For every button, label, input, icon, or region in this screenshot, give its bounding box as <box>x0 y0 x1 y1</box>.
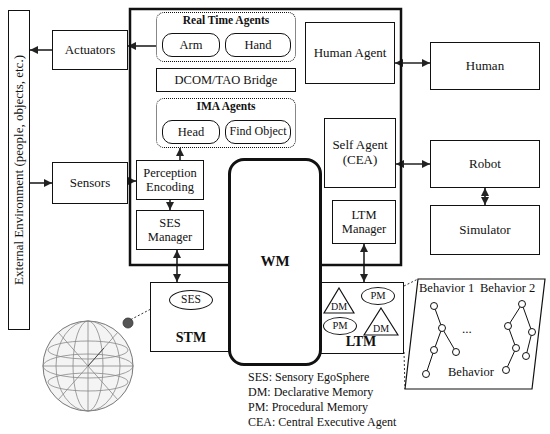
connector-arrow <box>484 188 486 205</box>
graph-node <box>431 303 438 310</box>
node-text: Find Object <box>230 125 287 139</box>
agent-box: Find Object <box>225 120 291 144</box>
process-box: LTM Manager <box>332 200 396 244</box>
environment-box: External Environment (people, objects, e… <box>8 10 30 330</box>
node-text: Actuators <box>65 43 116 58</box>
node-text: SES Manager <box>140 216 200 245</box>
node-text: STM <box>151 330 231 346</box>
agent-box: Self Agent (CEA) <box>324 118 396 188</box>
graph-node <box>423 371 430 378</box>
agent-box: Human Agent <box>305 22 395 84</box>
node-text: Perception Encoding <box>140 166 200 195</box>
node-text: LTM Manager <box>336 208 392 237</box>
memory-ellipse: PM <box>323 317 357 335</box>
external-box: Human <box>430 42 540 90</box>
node-text: PM <box>370 290 385 302</box>
node-text: IMA Agents <box>157 100 295 113</box>
node-text: Behavior <box>448 365 494 379</box>
graph-node <box>431 347 438 354</box>
node-text: Hand <box>244 38 271 52</box>
process-box: Sensors <box>52 162 128 204</box>
connector-arrow <box>169 200 171 210</box>
memory-triangle: DM <box>323 287 355 314</box>
memory-ellipse: PM <box>361 287 395 305</box>
memory-box: WM <box>228 158 322 366</box>
agent-box: Head <box>162 120 220 144</box>
connector-arrow <box>179 148 181 160</box>
memory-ellipse: SES <box>169 290 213 310</box>
external-box: Simulator <box>430 205 540 255</box>
graph-node <box>513 345 520 352</box>
node-text: Human Agent <box>314 46 387 61</box>
agent-group: IMA AgentsHead Find Object <box>156 98 296 148</box>
node-text: LTM <box>319 334 403 350</box>
graph-node <box>503 367 510 374</box>
legend-note: DM: Declarative Memory <box>248 385 373 400</box>
egosphere-illustration <box>43 318 133 411</box>
graph-node <box>439 325 446 332</box>
node-text: DCOM/TAO Bridge <box>175 73 278 87</box>
node-text: SES <box>181 293 201 306</box>
node-text: PM <box>332 320 347 332</box>
agent-box: Arm <box>162 33 220 57</box>
node-text: Human <box>466 59 504 74</box>
node-text: Self Agent (CEA) <box>328 138 392 168</box>
graph-node <box>505 323 512 330</box>
leader-line <box>404 352 405 389</box>
process-box: SES Manager <box>136 210 204 250</box>
connector-arrow <box>128 45 156 47</box>
graph-node <box>529 329 536 336</box>
memory-triangle: DM <box>363 307 399 336</box>
process-box: Perception Encoding <box>136 160 204 200</box>
node-text: External Environment (people, objects, e… <box>12 55 27 285</box>
graph-edge <box>442 328 456 352</box>
node-text: ... <box>462 322 472 337</box>
agent-box: Hand <box>225 33 291 57</box>
triangle-outline <box>324 288 354 313</box>
node-text: Sensors <box>70 176 110 191</box>
connector-arrow <box>363 244 365 282</box>
process-box: Actuators <box>52 30 128 70</box>
node-text: Robot <box>469 157 501 172</box>
graph-node <box>523 353 530 360</box>
node-text: Behavior 2 <box>480 281 535 295</box>
legend-note: SES: Sensory EgoSphere <box>248 370 369 385</box>
connector-arrow <box>30 49 52 51</box>
node-text: Behavior 1 <box>419 281 474 295</box>
node-text: Real Time Agents <box>157 14 295 27</box>
triangle-outline <box>364 308 398 335</box>
graph-edge <box>522 304 532 332</box>
node-text: Arm <box>180 38 203 52</box>
node-text: Head <box>178 125 204 139</box>
node-text: Simulator <box>459 223 510 238</box>
external-box: Robot <box>430 140 540 188</box>
memory-box: STM SES <box>150 282 232 352</box>
node-text: WM <box>260 253 289 270</box>
agent-group: Real Time AgentsArm Hand <box>156 12 296 62</box>
leader-line <box>404 279 418 286</box>
graph-node <box>519 301 526 308</box>
legend-note: PM: Procedural Memory <box>248 400 368 415</box>
memory-box: LTMDMPMPMDM <box>318 282 404 354</box>
node-text: DM <box>363 323 399 335</box>
connector-arrow <box>30 182 52 184</box>
behavior-panel: Behavior 1 Behavior 2... Behavior <box>404 278 546 390</box>
parallelogram-outline <box>405 279 545 389</box>
node-text: DM <box>323 301 355 313</box>
legend-note: CEA: Central Executive Agent <box>248 415 396 430</box>
graph-node <box>453 349 460 356</box>
bridge-box: DCOM/TAO Bridge <box>156 68 296 92</box>
